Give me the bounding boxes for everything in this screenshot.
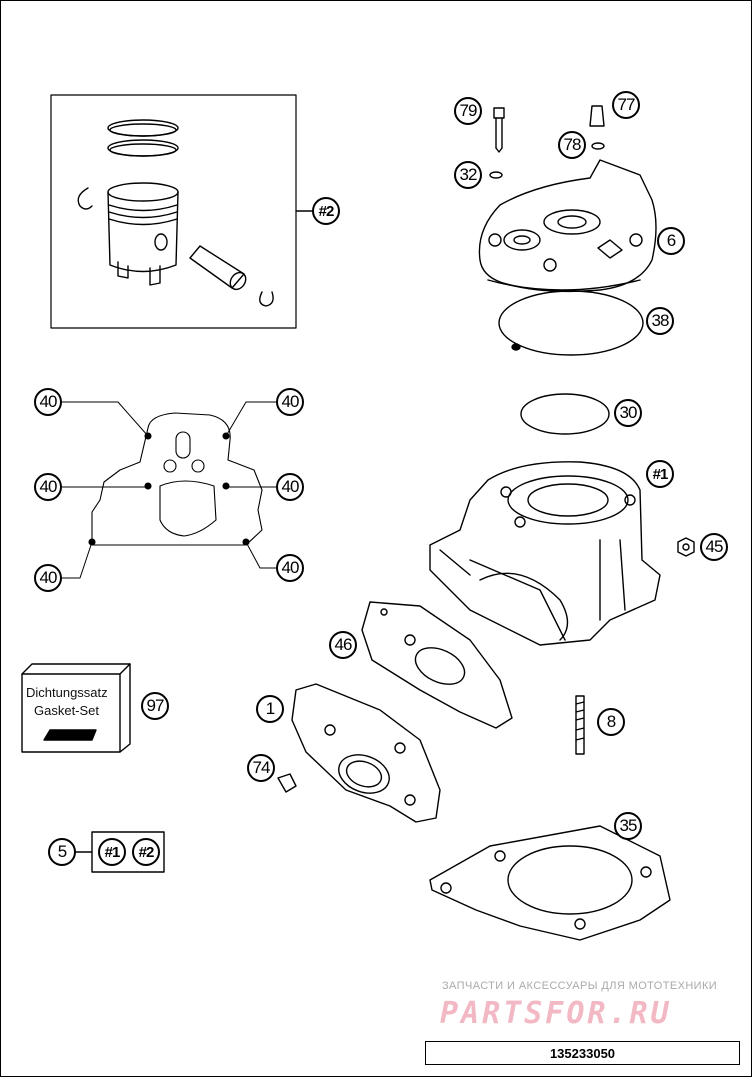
o-ring-30 (520, 393, 610, 435)
gasket-set-label-de: Dichtungssatz (26, 685, 108, 700)
callout-30: 30 (614, 399, 642, 427)
callout-1: 1 (256, 695, 284, 723)
head-bolt-79 (493, 107, 505, 153)
callout-5: 5 (48, 838, 76, 866)
piston (107, 182, 179, 286)
circlips (77, 187, 274, 307)
callout-97: 97 (141, 692, 169, 720)
callout-8: 8 (597, 708, 625, 736)
screw-74 (277, 773, 297, 793)
watermark-tagline: ЗАПЧАСТИ И АКСЕССУАРЫ ДЛЯ МОТОТЕХНИКИ (442, 980, 718, 992)
exhaust-gasket-outline (88, 412, 263, 546)
callout-78: 78 (558, 131, 586, 159)
cylinder-head (478, 159, 657, 293)
callout-40: 40 (34, 564, 62, 592)
base-gasket-46 (361, 601, 513, 729)
piston-kit-box (50, 94, 313, 329)
callout-46: 46 (329, 631, 357, 659)
nut-45 (677, 537, 695, 557)
cylinder (429, 461, 661, 646)
callout-40: 40 (276, 554, 304, 582)
head-gasket-35 (429, 825, 671, 941)
callout-45: 45 (700, 533, 728, 561)
stud-8 (575, 695, 585, 755)
reference-number-box: 135233050 (425, 1041, 740, 1065)
callout-40: 40 (34, 388, 62, 416)
callout-79: 79 (454, 97, 482, 125)
reference-number: 135233050 (549, 1045, 616, 1061)
callout-piston-kit: #2 (312, 197, 340, 225)
callout-40: 40 (34, 473, 62, 501)
callout-6: 6 (657, 227, 685, 255)
gasket-set-label-en: Gasket-Set (34, 703, 100, 718)
callout-cylinder: #1 (646, 460, 674, 488)
watermark-logo: PARTSFOR.RU (440, 996, 672, 1031)
callout-40: 40 (276, 473, 304, 501)
callout-40: 40 (276, 388, 304, 416)
callout-35: 35 (614, 812, 642, 840)
callout-kit-1: #1 (98, 838, 126, 866)
callout-77: 77 (612, 91, 640, 119)
washer-78 (591, 142, 605, 150)
washer-32 (489, 171, 503, 179)
callout-40-leaders (61, 401, 277, 579)
callout-74: 74 (247, 754, 275, 782)
head-nut-77 (589, 105, 605, 127)
callout-32: 32 (454, 161, 482, 189)
o-ring-38 (498, 290, 644, 356)
exhaust-flange (291, 683, 441, 823)
gasket-set-box (21, 663, 131, 753)
callout-kit-2: #2 (132, 838, 160, 866)
callout-38: 38 (646, 307, 674, 335)
piston-rings (107, 119, 179, 157)
piston-pin (189, 245, 247, 291)
